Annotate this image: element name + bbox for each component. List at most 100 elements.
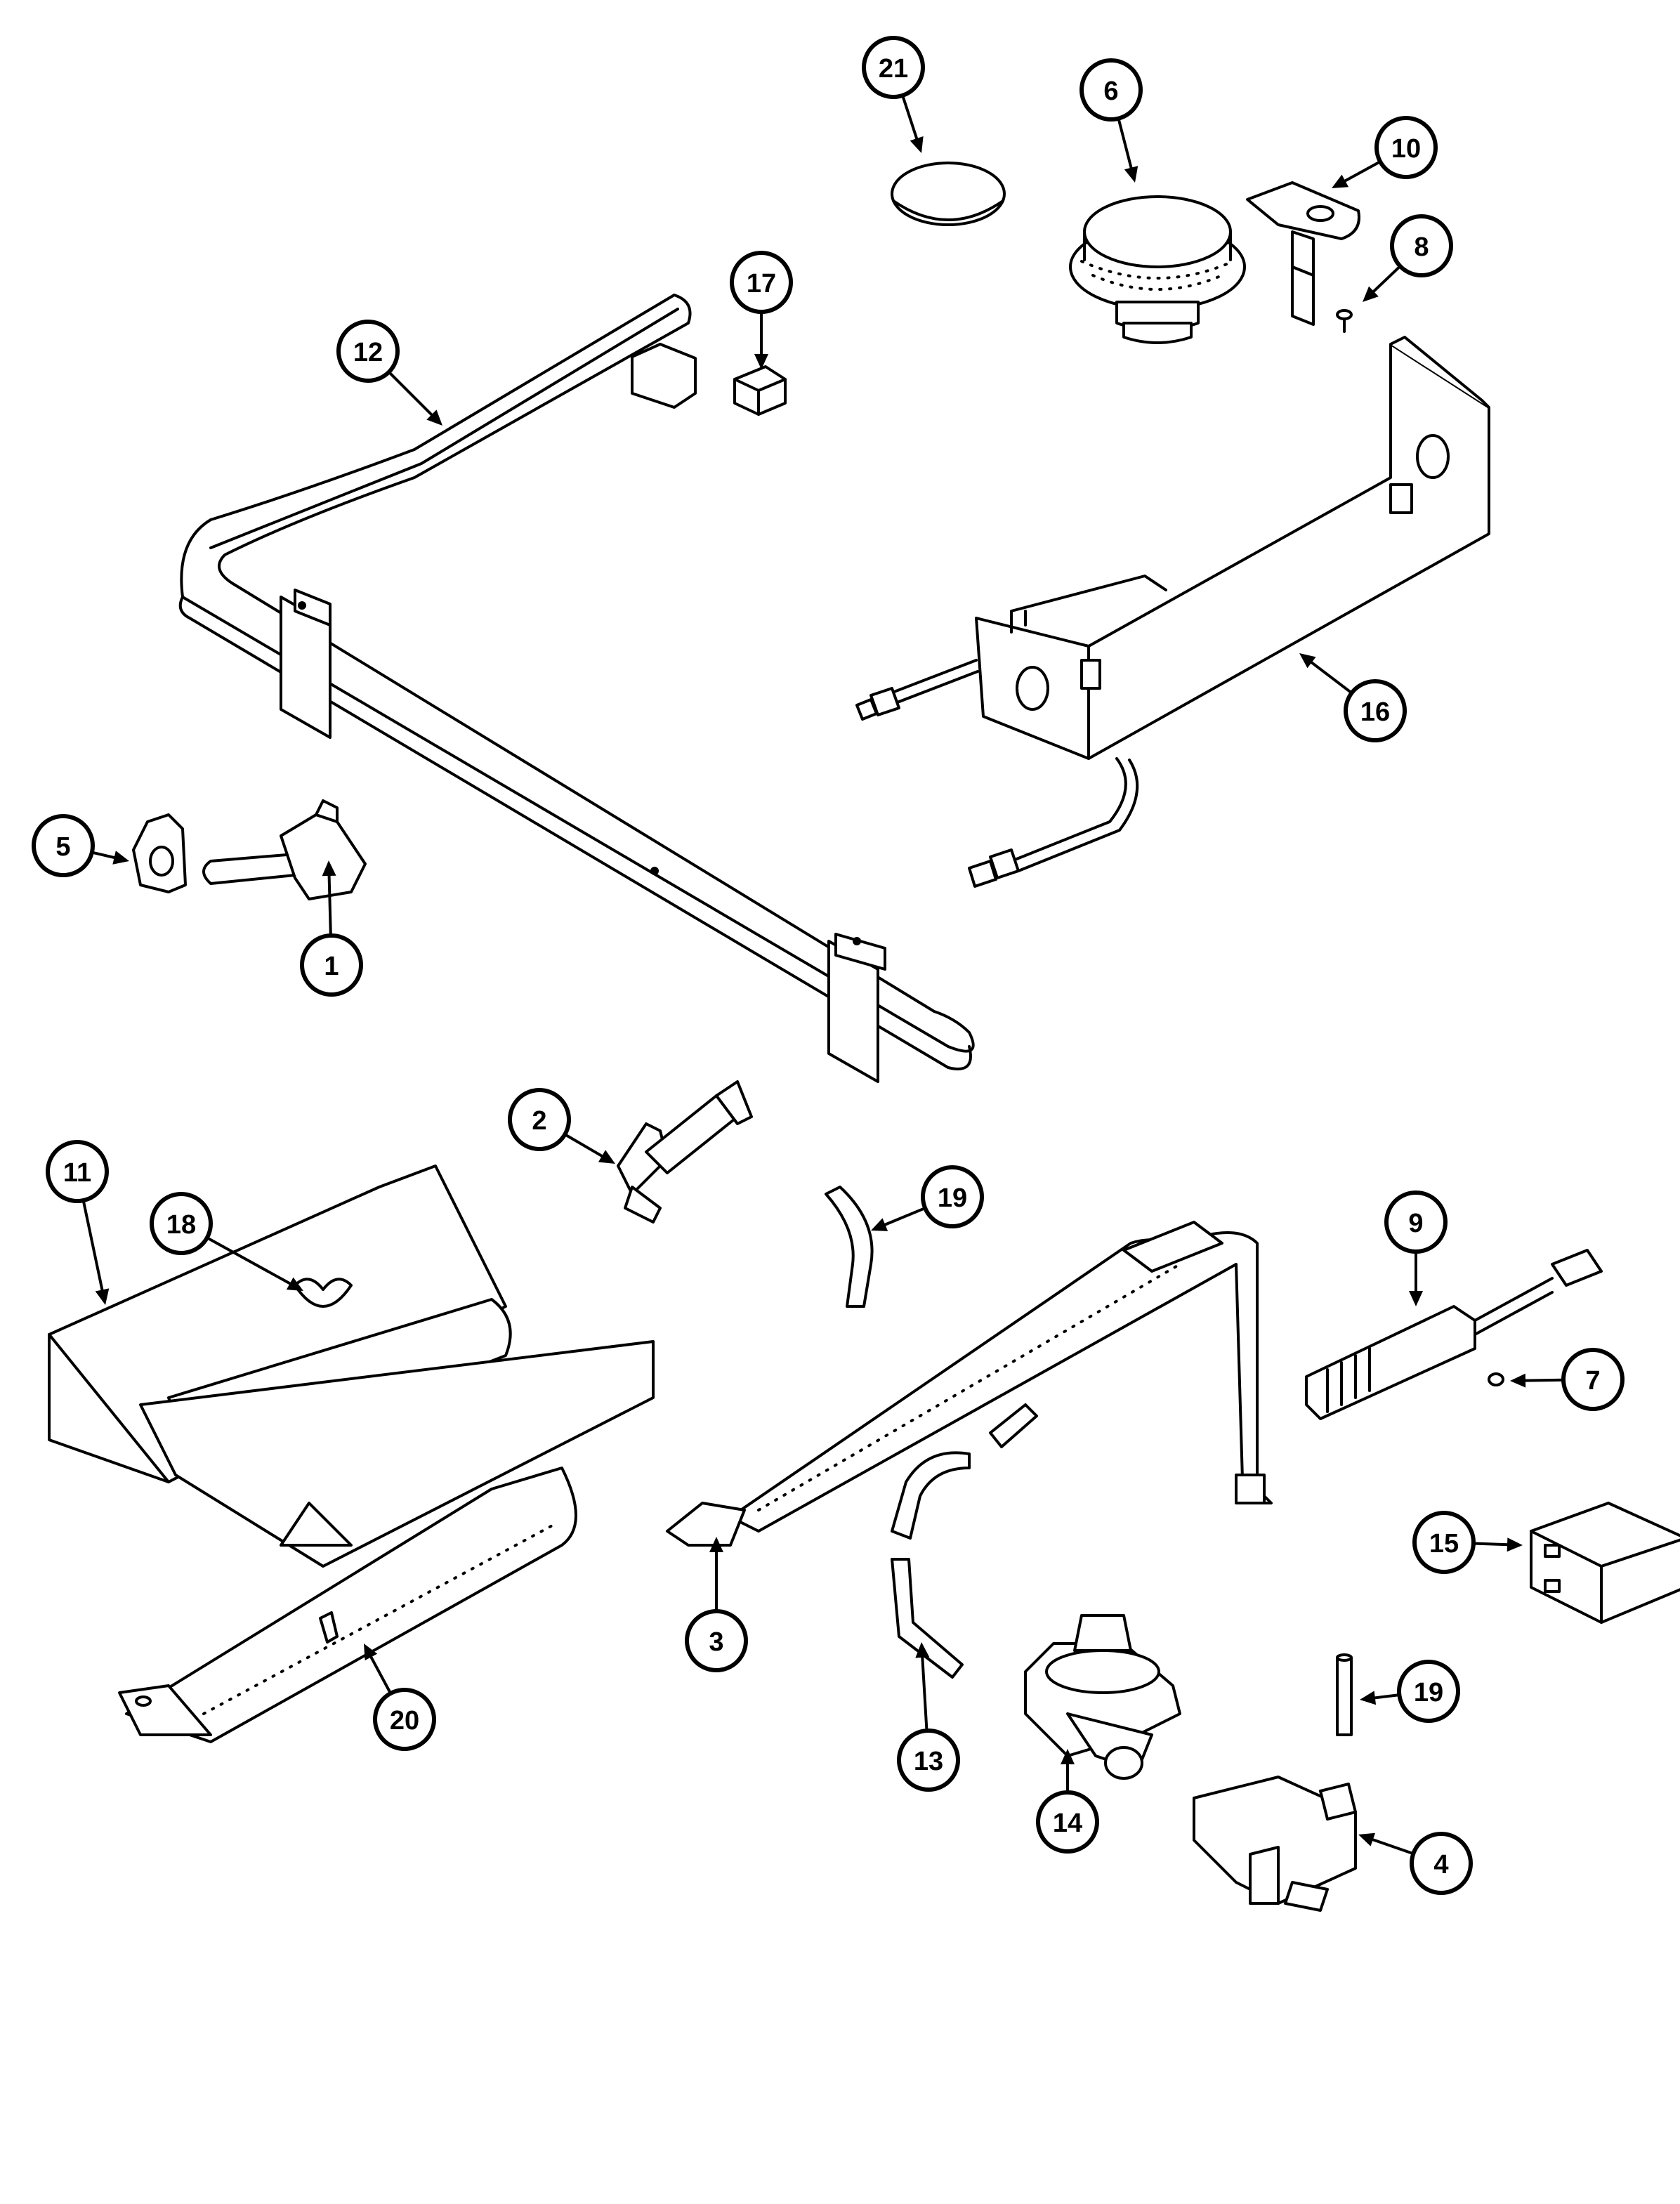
part-21-burner-cap xyxy=(891,162,1006,226)
part-9-igniter xyxy=(1305,1249,1603,1420)
callout-leader xyxy=(327,870,332,936)
callout-bubble xyxy=(1374,116,1438,179)
callout-leader xyxy=(901,95,920,145)
callout-arrowhead xyxy=(754,354,768,369)
callout-11: 11 xyxy=(46,1140,110,1305)
callout-5: 5 xyxy=(32,814,129,877)
callout-number: 2 xyxy=(532,1106,546,1136)
callout-bubble xyxy=(1390,214,1453,277)
callout-bubble xyxy=(1036,1790,1099,1854)
callout-arrowhead xyxy=(1363,286,1379,302)
callout-arrowhead xyxy=(286,1277,303,1291)
callout-bubble xyxy=(1384,1190,1448,1254)
part-17-nut xyxy=(733,365,787,416)
part-20-oven-burner xyxy=(118,1467,577,1743)
callout-arrowhead xyxy=(915,1642,930,1658)
callout-arrowhead xyxy=(1332,174,1349,188)
callout-10: 10 xyxy=(1332,116,1438,188)
part-14-pressure-regulator xyxy=(1024,1614,1181,1780)
callout-leader xyxy=(206,1236,296,1287)
callout-leader xyxy=(920,1651,928,1731)
callout-3: 3 xyxy=(685,1537,748,1672)
callout-number: 13 xyxy=(914,1747,943,1776)
part-8-screw xyxy=(1336,309,1353,333)
callout-4: 4 xyxy=(1358,1832,1473,1895)
callout-bubble xyxy=(508,1088,571,1151)
callout-arrowhead xyxy=(1299,653,1316,669)
callout-arrowhead xyxy=(1360,1691,1377,1705)
callout-number: 18 xyxy=(166,1210,196,1240)
callout-number: 3 xyxy=(709,1627,723,1657)
callout-leader xyxy=(1306,657,1353,695)
callout-arrowhead xyxy=(871,1218,888,1231)
part-5-clip xyxy=(132,813,187,893)
callout-7: 7 xyxy=(1510,1348,1625,1411)
callout-2: 2 xyxy=(508,1088,615,1164)
callout-15: 15 xyxy=(1412,1511,1523,1574)
part-4-safety-valve xyxy=(1193,1776,1357,1912)
callout-number: 6 xyxy=(1103,77,1118,106)
callout-arrowhead xyxy=(1061,1749,1075,1764)
callout-number: 7 xyxy=(1585,1366,1600,1396)
callout-20: 20 xyxy=(364,1644,436,1751)
part-16-burner-bracket-assembly xyxy=(855,336,1490,888)
part-10-electrode-bracket xyxy=(1246,181,1360,326)
callout-number: 8 xyxy=(1414,232,1429,262)
callout-leader xyxy=(1473,1542,1514,1547)
callout-arrowhead xyxy=(1409,1291,1423,1306)
callout-19: 19 xyxy=(1360,1660,1460,1723)
part-15-spark-module xyxy=(1530,1502,1680,1624)
callout-bubble xyxy=(1397,1660,1460,1723)
part-2-orifice-holder xyxy=(617,1080,753,1224)
callout-arrowhead xyxy=(1124,166,1138,183)
callout-bubble xyxy=(336,320,400,383)
part-18-wing-nut xyxy=(294,1278,353,1308)
callout-leader xyxy=(367,1651,392,1694)
callout-8: 8 xyxy=(1363,214,1453,302)
callout-12: 12 xyxy=(336,320,442,426)
callout-number: 15 xyxy=(1429,1529,1459,1559)
callout-1: 1 xyxy=(300,860,363,997)
part-12-manifold-pipe xyxy=(178,294,975,1083)
callout-leader xyxy=(1117,118,1134,173)
callout-9: 9 xyxy=(1384,1190,1448,1306)
callout-bubble xyxy=(897,1729,960,1792)
part-7-screw xyxy=(1488,1372,1504,1386)
callout-leader xyxy=(81,1200,105,1296)
callout-bubble xyxy=(685,1609,748,1672)
callout-leader xyxy=(1519,1378,1564,1382)
callout-arrowhead xyxy=(322,860,336,877)
callout-bubble xyxy=(921,1165,984,1228)
callout-6: 6 xyxy=(1079,58,1143,183)
callout-bubble xyxy=(150,1192,213,1255)
callout-bubble xyxy=(730,251,793,314)
part-3-burner-tube xyxy=(666,1221,1273,1547)
callout-18: 18 xyxy=(150,1192,303,1291)
callout-number: 10 xyxy=(1391,134,1421,164)
callout-arrowhead xyxy=(112,851,129,865)
callout-bubble xyxy=(46,1140,109,1203)
callout-number: 5 xyxy=(55,832,70,862)
callout-number: 17 xyxy=(747,269,776,299)
callout-arrowhead xyxy=(1358,1832,1376,1846)
part-11-heat-shield xyxy=(48,1165,655,1568)
callout-arrowhead xyxy=(1507,1537,1523,1552)
part-13-tubes xyxy=(891,1403,1038,1679)
part-19-tube-lower xyxy=(1336,1653,1353,1736)
callout-arrowhead xyxy=(709,1537,723,1552)
callout-number: 9 xyxy=(1408,1209,1423,1238)
callout-bubble xyxy=(1561,1348,1625,1411)
callout-bubble xyxy=(1344,679,1407,742)
callout-bubble xyxy=(32,814,95,877)
part-1-valve-shaft xyxy=(202,799,367,900)
callout-bubble xyxy=(300,933,363,997)
callout-bubble xyxy=(862,36,925,99)
callout-number: 1 xyxy=(324,952,339,981)
callout-19: 19 xyxy=(871,1165,984,1231)
callout-bubble xyxy=(373,1688,436,1751)
callout-leader xyxy=(1367,1836,1414,1856)
callout-16: 16 xyxy=(1299,653,1407,742)
callout-bubble xyxy=(1079,58,1143,122)
callout-number: 12 xyxy=(353,338,383,367)
